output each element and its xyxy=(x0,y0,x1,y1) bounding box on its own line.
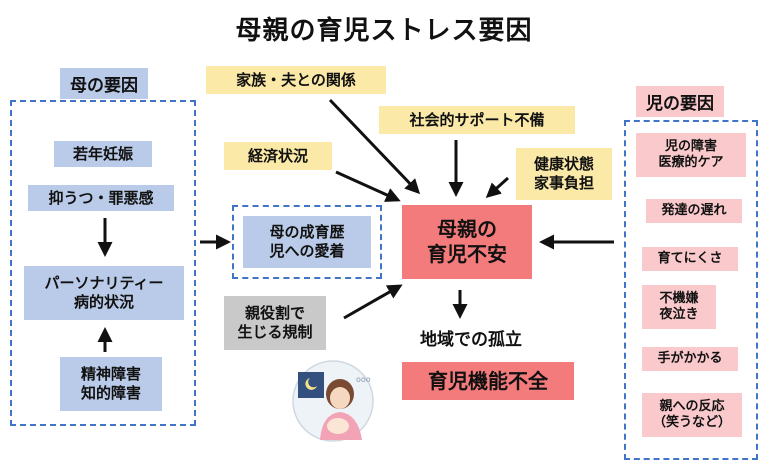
growth-history-group xyxy=(232,205,382,279)
child-factors-header: 児の要因 xyxy=(636,86,724,117)
arrow-role-to-anxiety xyxy=(343,284,403,320)
svg-text:ooo: ooo xyxy=(356,375,371,384)
arrow-economic-to-anxiety xyxy=(335,170,401,202)
child-factor-fussiness: 不機嫌 夜泣き xyxy=(642,285,716,329)
parenting-dysfunction-box: 育児機能不全 xyxy=(402,362,574,400)
child-factor-developmental-delay: 発達の遅れ xyxy=(646,199,742,223)
child-factor-hard-to-raise: 育てにくさ xyxy=(642,247,738,271)
mother-baby-illustration: ooo xyxy=(290,360,376,442)
mother-factor-depression-guilt: 抑うつ・罪悪感 xyxy=(28,185,174,211)
community-isolation-label: 地域での孤立 xyxy=(420,330,522,350)
child-factor-needs-attention: 手がかかる xyxy=(642,347,738,371)
economic-box: 経済状況 xyxy=(224,142,332,170)
child-factor-disability-care: 児の障害 医療的ケア xyxy=(636,133,746,177)
child-factor-reaction: 親への反応 （笑うなど） xyxy=(642,393,742,437)
mother-factors-group xyxy=(10,100,196,426)
family-relation-box: 家族・夫との関係 xyxy=(206,66,386,94)
arrow-health-to-anxiety xyxy=(485,176,510,199)
mother-factors-header: 母の要因 xyxy=(60,68,148,99)
mother-factor-personality: パーソナリティー 病的状況 xyxy=(24,266,184,320)
health-housework-box: 健康状態 家事負担 xyxy=(516,148,612,200)
child-factors-group xyxy=(624,120,758,460)
mother-factor-young-pregnancy: 若年妊娠 xyxy=(54,141,152,167)
growth-history-box: 母の成育歴 児への愛着 xyxy=(243,216,371,268)
social-support-box: 社会的サポート不備 xyxy=(379,106,575,134)
arrow-family-to-anxiety xyxy=(328,98,421,195)
mother-factor-mental-disability: 精神障害 知的障害 xyxy=(60,357,162,411)
diagram-title: 母親の育児ストレス要因 xyxy=(235,16,533,46)
parenting-anxiety-box: 母親の 育児不安 xyxy=(402,205,532,279)
parent-role-box: 親役割で 生じる規制 xyxy=(224,296,326,350)
